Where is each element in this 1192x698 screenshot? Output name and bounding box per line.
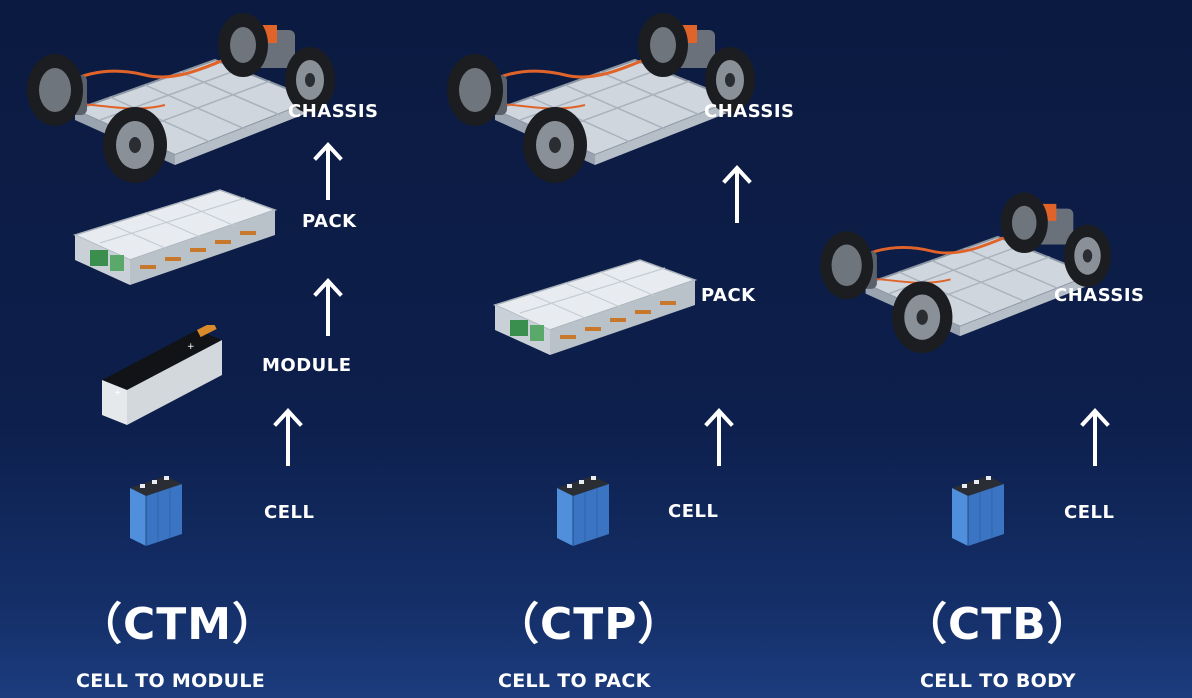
up-arrow-icon	[313, 278, 343, 338]
ctm-title: （CTM）	[78, 599, 278, 650]
chassis-illustration	[800, 185, 1120, 355]
battery-cell-illustration	[553, 470, 613, 550]
battery-pack-illustration	[490, 255, 700, 365]
chassis-illustration	[15, 5, 335, 185]
stage-label-chassis: CHASSIS	[288, 101, 379, 122]
battery-module-illustration	[92, 325, 232, 435]
battery-cell-illustration	[948, 470, 1008, 550]
up-arrow-icon	[273, 408, 303, 468]
stage-label-cell: CELL	[264, 502, 315, 523]
up-arrow-icon	[1080, 408, 1110, 468]
ctp-subtitle: CELL TO PACK	[498, 670, 651, 692]
stage-label-pack: PACK	[701, 285, 756, 306]
stage-label-module: MODULE	[262, 355, 352, 376]
stage-label-cell: CELL	[1064, 502, 1115, 523]
stage-label-cell: CELL	[668, 501, 719, 522]
ctm-subtitle: CELL TO MODULE	[76, 670, 266, 692]
battery-cell-illustration	[126, 470, 186, 550]
up-arrow-icon	[704, 408, 734, 468]
up-arrow-icon	[722, 165, 752, 225]
stage-label-chassis: CHASSIS	[1054, 285, 1145, 306]
chassis-illustration	[435, 5, 755, 185]
ctb-title: （CTB）	[903, 599, 1092, 650]
battery-pack-illustration	[70, 185, 280, 295]
ctp-title: （CTP）	[495, 599, 683, 650]
up-arrow-icon	[313, 142, 343, 202]
ctb-subtitle: CELL TO BODY	[920, 670, 1076, 692]
stage-label-chassis: CHASSIS	[704, 101, 795, 122]
stage-label-pack: PACK	[302, 211, 357, 232]
